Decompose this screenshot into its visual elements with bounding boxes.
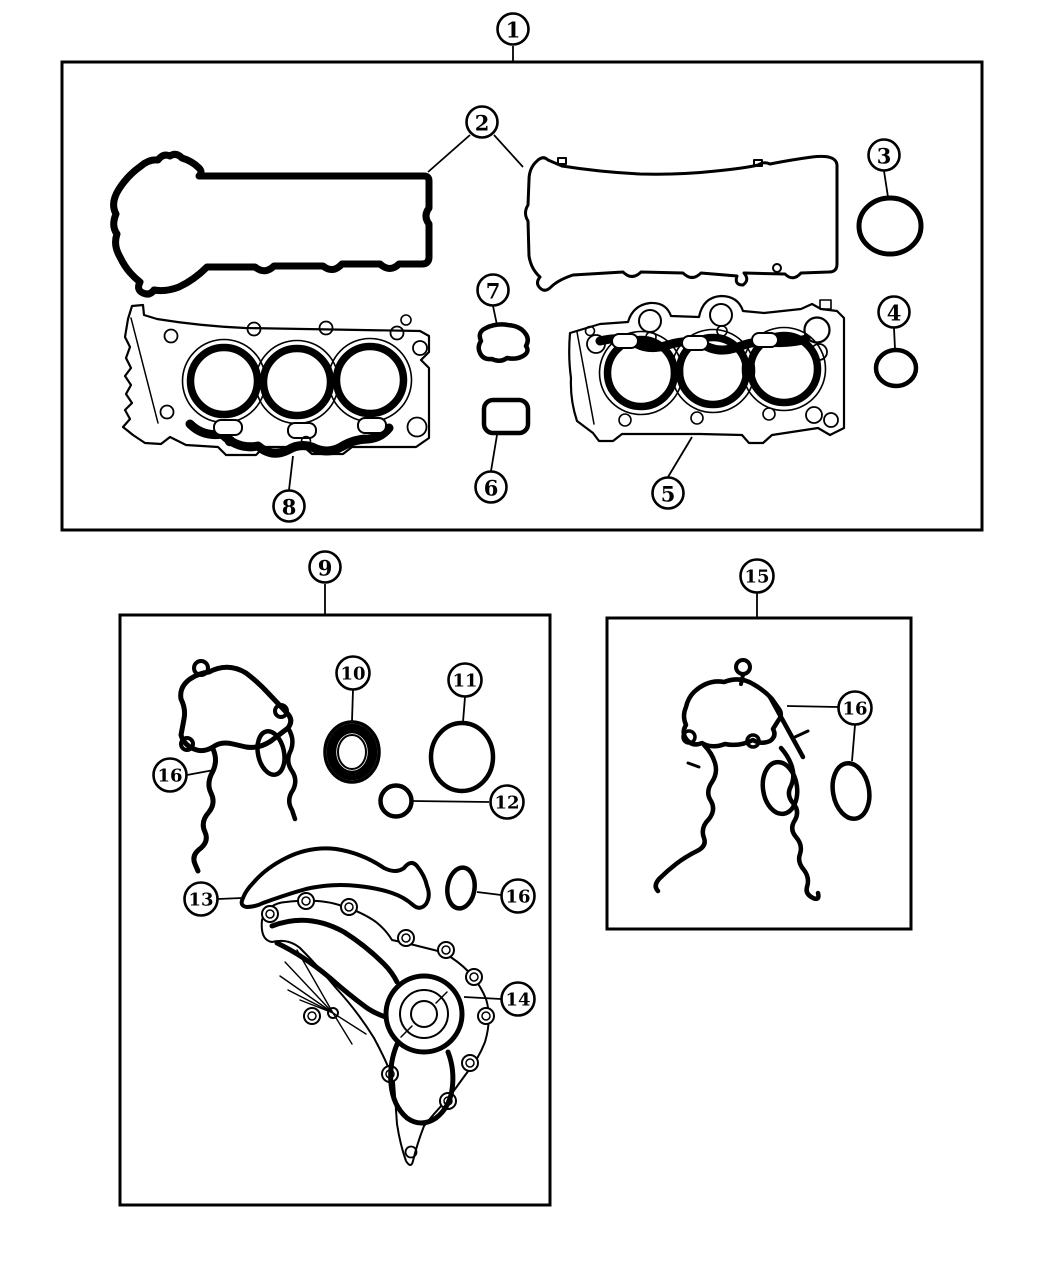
svg-text:6: 6: [484, 476, 499, 501]
svg-text:2: 2: [475, 111, 490, 136]
kit-box-frame: [605, 616, 913, 931]
callout-13: 13: [183, 881, 219, 917]
pump-tail-hole: [404, 1145, 418, 1159]
callout-1: 1: [496, 12, 530, 46]
head-gasket-left-8: [121, 303, 431, 458]
kit-box-upper-gaskets: 1 2 3 4 7: [60, 12, 984, 532]
leader-line-5: [667, 436, 693, 478]
leader-line-4: [893, 327, 896, 350]
callout-16b: 16: [500, 878, 536, 914]
leader-line-2b: [493, 134, 524, 168]
kit-box-timing-gaskets-alt: 15 16: [605, 558, 913, 931]
svg-text:4: 4: [887, 301, 902, 326]
callout-15: 15: [739, 558, 775, 594]
callout-2: 2: [465, 105, 499, 139]
callout-5: 5: [651, 476, 685, 510]
pump-hub-outer: [399, 989, 449, 1039]
callout-7: 7: [476, 273, 510, 307]
callout-8: 8: [272, 489, 306, 523]
svg-text:3: 3: [877, 144, 892, 169]
rect-seal-6: [481, 397, 531, 436]
cylinder-bores-left: [181, 337, 413, 425]
svg-text:11: 11: [452, 671, 477, 692]
svg-text:16: 16: [505, 887, 530, 908]
leader-line-10: [351, 689, 354, 722]
kit-box-timing-gaskets: 9 16 10 11: [118, 550, 552, 1207]
svg-text:9: 9: [318, 556, 333, 581]
leader-line-7: [492, 305, 498, 326]
svg-text:10: 10: [340, 664, 365, 685]
leader-line-2a: [427, 134, 471, 173]
timing-cover-gasket-alt-16: [653, 658, 872, 902]
leader-line-12: [411, 800, 490, 803]
callout-9: 9: [308, 550, 342, 584]
oval-seal-16b: [445, 865, 477, 911]
kit-box-frame: [118, 613, 552, 1207]
svg-text:12: 12: [494, 793, 519, 814]
leader-line-3: [883, 170, 889, 198]
callout-10: 10: [335, 655, 371, 691]
svg-text:16: 16: [842, 699, 867, 720]
o-ring-11: [428, 720, 496, 794]
round-seal-3: [856, 195, 924, 257]
callout-14: 14: [500, 981, 536, 1017]
leader-line-13: [217, 897, 243, 900]
oval-seal-7: [476, 322, 530, 363]
timing-cover-gasket-16: [178, 659, 298, 874]
leader-line-8: [288, 455, 294, 491]
head-gasket-left-bolt-holes: [159, 314, 428, 447]
cylinder-bores-right: [598, 326, 827, 416]
callout-11: 11: [447, 662, 483, 698]
leader-line-16c-vertical: [851, 724, 856, 762]
svg-text:5: 5: [661, 482, 676, 507]
valve-cover-gasket-right: [524, 154, 839, 292]
svg-text:16: 16: [157, 766, 182, 787]
water-pump-14: [260, 892, 495, 1166]
pump-hub-inner: [410, 1000, 438, 1028]
callout-4: 4: [877, 295, 911, 329]
leader-line-16a: [186, 769, 215, 776]
head-gasket-right-slots: [611, 332, 779, 351]
head-gasket-left-slots: [213, 417, 387, 439]
callout-16c: 16: [837, 690, 873, 726]
svg-text:13: 13: [188, 890, 213, 911]
pan-gasket-13: [239, 846, 431, 910]
svg-text:8: 8: [282, 495, 297, 520]
callout-6: 6: [474, 470, 508, 504]
leader-line-6: [490, 434, 498, 472]
leader-line-14: [463, 996, 502, 1000]
leader-line-16c-horizontal: [786, 705, 839, 708]
callout-12: 12: [489, 784, 525, 820]
head-gasket-right-5: [568, 294, 846, 445]
leader-line-16b: [476, 891, 502, 896]
head-gasket-right-bolt-holes: [584, 299, 839, 428]
svg-text:15: 15: [744, 567, 769, 588]
svg-text:14: 14: [505, 990, 530, 1011]
svg-text:7: 7: [486, 279, 501, 304]
kit-box-frame: [60, 60, 984, 532]
o-ring-4: [873, 347, 919, 389]
o-ring-12: [378, 783, 414, 819]
callout-3: 3: [867, 138, 901, 172]
valve-cover-gasket-left: [110, 150, 433, 298]
leader-line-11: [462, 696, 466, 723]
pump-spokes: [279, 949, 367, 1045]
svg-text:1: 1: [506, 18, 521, 43]
water-pump-bolt-ears: [261, 892, 495, 1110]
crankshaft-seal-10: [323, 720, 381, 784]
water-pump-gasket-line: [269, 917, 465, 1126]
callout-16a: 16: [152, 757, 188, 793]
